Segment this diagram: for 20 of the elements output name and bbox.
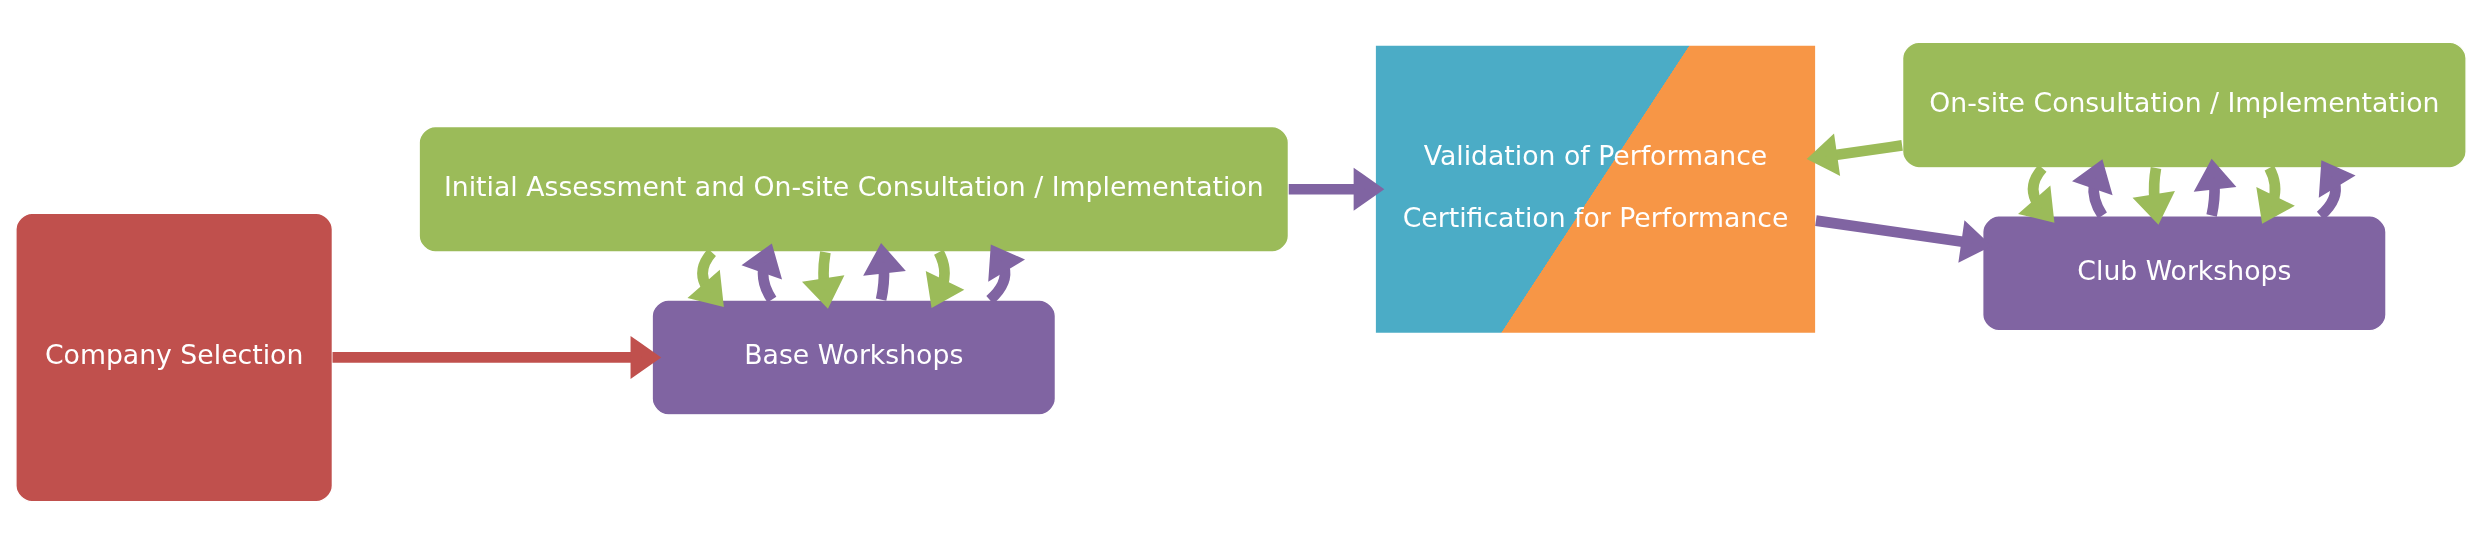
arrow [2316, 159, 2356, 220]
arrow [687, 248, 724, 307]
arrow [1288, 167, 1385, 211]
arrow [2072, 158, 2113, 218]
arrow [2193, 158, 2237, 217]
arrow [986, 243, 1026, 304]
node-box: On-site Consultation / Implementation [1901, 41, 2467, 168]
arrow [2132, 166, 2175, 225]
arrow [925, 249, 965, 308]
arrow [1806, 132, 1903, 176]
arrow [332, 335, 662, 379]
node-box: Base Workshops [651, 298, 1057, 416]
node-box: Club Workshops [1982, 214, 2387, 331]
node-box: Initial Assessment and On-site Consultation / Implementation [418, 125, 1290, 253]
arrow [802, 250, 845, 309]
arrow [2256, 165, 2295, 224]
arrow [2018, 164, 2055, 223]
arrow [863, 242, 906, 301]
node-box: Company Selection [15, 212, 334, 502]
arrow [741, 242, 783, 302]
